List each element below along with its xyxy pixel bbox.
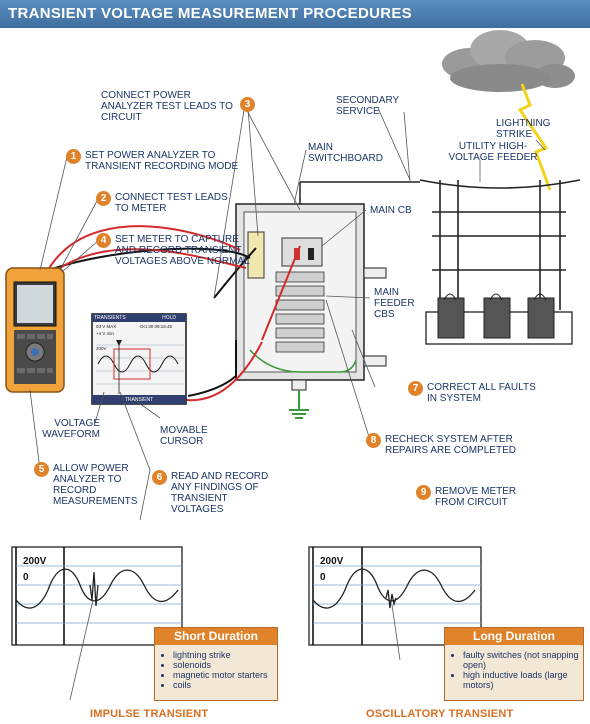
step-9-text: REMOVE METER FROM CIRCUIT — [435, 486, 517, 508]
main-switchboard-label: MAIN SWITCHBOARD — [308, 142, 383, 164]
step-8-text: RECHECK SYSTEM AFTER REPAIRS ARE COMPLET… — [385, 434, 516, 456]
meter-screen-header: TRANSIENTS HOLD — [94, 314, 184, 322]
step-2: 2 CONNECT TEST LEADS TO METER — [96, 191, 236, 214]
main-feeder-cbs-label: MAIN FEEDER CBs — [374, 287, 415, 320]
long-duration-title: Long Duration — [445, 628, 583, 645]
meter-screen-min: +4 V min — [96, 331, 114, 336]
meter-screen-max: 03 V MAX — [96, 324, 117, 329]
main-cb-label: MAIN CB — [370, 205, 412, 216]
page-title: TRANSIENT VOLTAGE MEASUREMENT PROCEDURES — [8, 5, 412, 22]
leader-lines — [29, 104, 546, 521]
oscillatory-transient-label: OSCILLATORY TRANSIENT — [366, 708, 514, 720]
meter-screen-scale: 200V — [96, 346, 107, 351]
step-7-badge: 7 — [408, 381, 423, 396]
movable-cursor-label: MOVABLE CURSOR — [160, 425, 208, 447]
step-2-text: CONNECT TEST LEADS TO METER — [115, 192, 228, 214]
impulse-scale-label: 200V — [23, 556, 47, 567]
step-1-text: SET POWER ANALYZER TO TRANSIENT RECORDIN… — [85, 150, 239, 172]
long-duration-callout: Long Duration faulty switches (not snapp… — [444, 627, 584, 701]
step-7-text: CORRECT ALL FAULTS IN SYSTEM — [427, 382, 536, 404]
lightning-bolt-icon — [517, 83, 552, 191]
short-duration-callout: Short Duration lightning strike solenoid… — [154, 627, 278, 701]
step-4-text: SET METER TO CAPTURE AND RECORD TRANSIEN… — [115, 234, 250, 267]
oscillatory-scale-label: 200V — [320, 556, 344, 567]
oscillatory-zero-label: 0 — [320, 572, 326, 583]
connect-leads-label: CONNECT POWER ANALYZER TEST LEADS TO CIR… — [101, 90, 233, 123]
lightning-strike-label: LIGHTNING STRIKE — [496, 118, 551, 140]
impulse-zero-label: 0 — [23, 572, 29, 583]
list-item: coils — [173, 680, 273, 690]
list-item: solenoids — [173, 660, 273, 670]
step-1: 1 SET POWER ANALYZER TO TRANSIENT RECORD… — [66, 149, 246, 172]
step-7: 7 CORRECT ALL FAULTS IN SYSTEM — [408, 381, 548, 404]
utility-feeder-label: UTILITY HIGH-VOLTAGE FEEDER — [448, 141, 538, 163]
step-5: 5 ALLOW POWER ANALYZER TO RECORD MEASURE… — [34, 462, 138, 507]
step-6-badge: 6 — [152, 470, 167, 485]
meter-screen-hold: HOLD — [162, 315, 176, 321]
list-item: faulty switches (not snapping open) — [463, 650, 579, 670]
step-4: 4 SET METER TO CAPTURE AND RECORD TRANSI… — [96, 233, 254, 267]
list-item: high inductive loads (large motors) — [463, 670, 579, 690]
step-8-badge: 8 — [366, 433, 381, 448]
meter-screen-time: Oct 30 09:16:48 — [140, 324, 173, 329]
test-leads — [43, 225, 301, 402]
impulse-waveform-chart — [11, 546, 183, 701]
step-5-badge: 5 — [34, 462, 49, 477]
step-4-badge: 4 — [96, 233, 111, 248]
long-duration-list: faulty switches (not snapping open) high… — [453, 650, 579, 690]
step-8: 8 RECHECK SYSTEM AFTER REPAIRS ARE COMPL… — [366, 433, 536, 456]
list-item: magnetic motor starters — [173, 670, 273, 680]
transformers — [425, 293, 573, 345]
meter-screen-footer: TRANSIENT — [124, 397, 154, 403]
short-duration-title: Short Duration — [155, 628, 277, 645]
step-6-text: READ AND RECORD ANY FINDINGS OF TRANSIEN… — [171, 471, 269, 515]
title-bar: TRANSIENT VOLTAGE MEASUREMENT PROCEDURES — [0, 0, 590, 28]
step-9-badge: 9 — [416, 485, 431, 500]
step-9: 9 REMOVE METER FROM CIRCUIT — [416, 485, 546, 508]
impulse-transient-label: IMPULSE TRANSIENT — [90, 708, 209, 720]
storm-cloud-icon — [442, 30, 575, 92]
step-3-badge: 3 — [240, 97, 255, 112]
step-6: 6 READ AND RECORD ANY FINDINGS OF TRANSI… — [152, 470, 280, 515]
step-1-badge: 1 — [66, 149, 81, 164]
power-analyzer-meter — [5, 267, 65, 393]
step-5-text: ALLOW POWER ANALYZER TO RECORD MEASUREME… — [53, 463, 138, 507]
meter-screen-mode: TRANSIENTS — [94, 315, 126, 321]
step-2-badge: 2 — [96, 191, 111, 206]
secondary-service-label: SECONDARY SERVICE — [336, 95, 399, 117]
list-item: lightning strike — [173, 650, 273, 660]
main-switchboard-panel — [235, 203, 387, 419]
short-duration-list: lightning strike solenoids magnetic moto… — [163, 650, 273, 690]
utility-pole-structure — [419, 179, 581, 310]
meter-screen-frame — [91, 313, 187, 405]
voltage-waveform-label: VOLTAGE WAVEFORM — [42, 418, 100, 440]
